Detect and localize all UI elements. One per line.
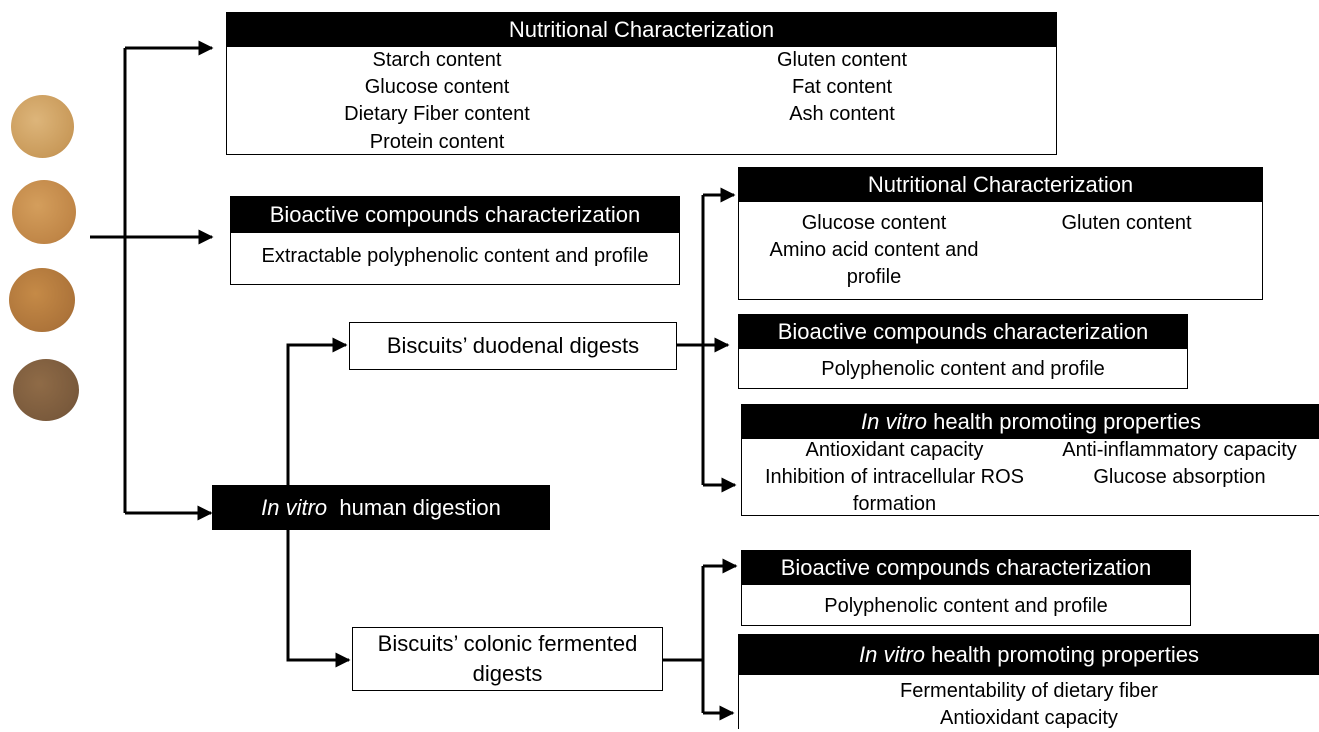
arrow-to-duodenal	[286, 337, 348, 485]
duo-nutritional-title: Nutritional Characterization	[739, 168, 1262, 202]
col-bioactive-item: Polyphenolic content and profile	[824, 595, 1108, 617]
duo-bioactive-title: Bioactive compounds characterization	[739, 315, 1187, 349]
duo-health-title-rest: health promoting properties	[933, 409, 1201, 434]
top-nutritional-item: Glucose content	[364, 76, 510, 98]
col-bioactive-box: Bioactive compounds characterization Pol…	[741, 550, 1191, 626]
biscuit-4-icon	[13, 359, 79, 421]
top-nutritional-title: Nutritional Characterization	[227, 13, 1056, 47]
top-nutritional-item: Fat content	[791, 76, 893, 98]
duo-health-item: Inhibition of intracellular ROS	[764, 466, 1024, 488]
duo-nutritional-item: Glucose content	[801, 212, 947, 234]
duo-nutritional-item: Amino acid content and	[769, 239, 979, 261]
top-nutritional-item: Gluten content	[776, 49, 908, 71]
biscuit-1-icon	[11, 95, 74, 158]
duo-nutritional-item: Gluten content	[1061, 212, 1192, 234]
duo-health-item: formation	[852, 493, 937, 515]
top-bioactive-box: Bioactive compounds characterization Ext…	[230, 196, 680, 285]
duo-nutritional-item: profile	[846, 266, 902, 288]
duodenal-label: Biscuits’ duodenal digests	[386, 333, 640, 358]
col-health-title: In vitro health promoting properties	[739, 635, 1319, 675]
col-health-box: In vitro health promoting properties Fer…	[738, 634, 1319, 729]
duo-health-item: Glucose absorption	[1093, 466, 1266, 488]
top-nutritional-box: Nutritional Characterization Starch cont…	[226, 12, 1057, 155]
digestion-box: In vitro human digestion	[212, 485, 550, 530]
biscuit-2-icon	[12, 180, 76, 244]
colonic-box: Biscuits’ colonic fermented digests	[352, 627, 663, 691]
duo-bioactive-box: Bioactive compounds characterization Pol…	[738, 314, 1188, 389]
top-nutritional-item: Protein content	[369, 131, 505, 153]
arrow-to-colonic	[286, 530, 351, 668]
top-nutritional-item: Starch content	[372, 49, 502, 71]
colonic-label-line1: Biscuits’ colonic fermented	[377, 631, 638, 656]
duo-bioactive-item: Polyphenolic content and profile	[821, 358, 1105, 380]
top-nutritional-item: Ash content	[789, 103, 895, 125]
biscuit-3-icon	[9, 268, 75, 332]
colonic-label-line2: digests	[472, 661, 543, 686]
duodenal-box: Biscuits’ duodenal digests	[349, 322, 677, 370]
top-nutritional-item: Dietary Fiber content	[344, 103, 530, 125]
duo-health-item: Antioxidant capacity	[805, 439, 984, 461]
duo-health-item: Anti-inflammatory capacity	[1062, 439, 1297, 461]
duo-health-box: In vitro health promoting properties Ant…	[741, 404, 1319, 516]
top-bioactive-title: Bioactive compounds characterization	[231, 197, 679, 233]
duo-nutritional-box: Nutritional Characterization Glucose con…	[738, 167, 1263, 300]
duo-health-title-italic: In vitro	[861, 409, 928, 434]
digestion-title: human digestion	[339, 494, 501, 520]
col-health-title-italic: In vitro	[859, 642, 926, 667]
col-bioactive-title: Bioactive compounds characterization	[742, 551, 1190, 585]
col-health-title-rest: health promoting properties	[931, 642, 1199, 667]
duo-health-title: In vitro health promoting properties	[742, 405, 1319, 439]
col-health-item: Antioxidant capacity	[940, 707, 1118, 729]
top-bioactive-item: Extractable polyphenolic content and pro…	[261, 245, 649, 267]
col-health-item: Fermentability of dietary fiber	[900, 680, 1158, 702]
digestion-title-italic: In vitro	[261, 494, 328, 520]
